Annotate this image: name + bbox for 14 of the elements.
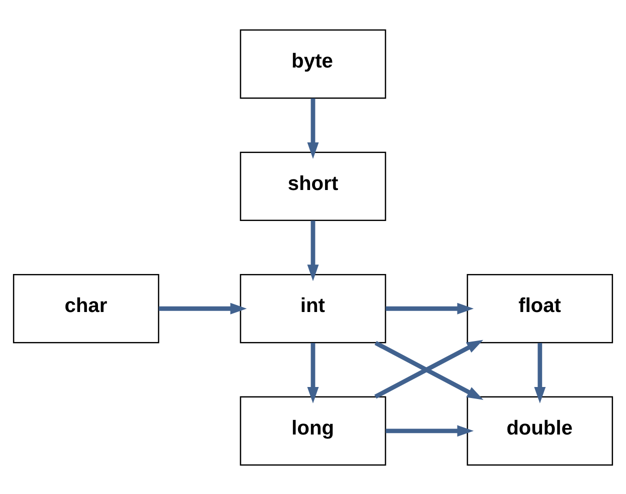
node-box: short <box>240 151 386 221</box>
arrow <box>307 98 319 158</box>
arrow <box>386 302 474 314</box>
node-box: char <box>12 273 160 343</box>
node-box: float <box>466 273 614 343</box>
arrow <box>307 220 319 281</box>
node-box: int <box>240 273 386 343</box>
node-box: double <box>466 396 614 466</box>
node-box: long <box>240 396 386 466</box>
arrow <box>534 342 546 403</box>
arrow <box>386 424 474 436</box>
arrow <box>307 342 319 403</box>
node-box: byte <box>240 28 386 98</box>
arrow <box>158 302 247 314</box>
